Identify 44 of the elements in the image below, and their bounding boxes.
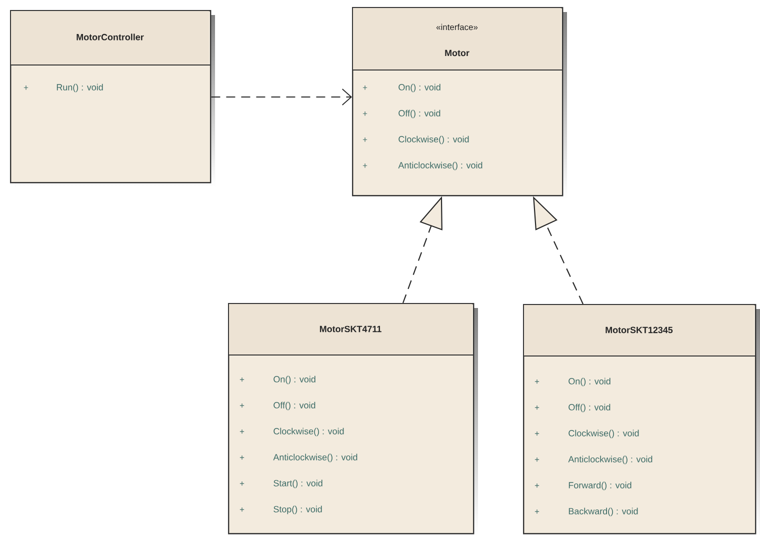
- method-label: Anticlockwise() : void: [398, 162, 482, 170]
- visibility-mark: +: [240, 456, 244, 460]
- visibility-mark: +: [534, 510, 540, 514]
- method-label: On() : void: [568, 378, 610, 386]
- method-label: Clockwise() : void: [568, 430, 639, 438]
- visibility-mark: +: [240, 508, 244, 512]
- method-label: Start() : void: [274, 480, 322, 488]
- method-label: Anticlockwise() : void: [273, 454, 358, 462]
- visibility-mark: +: [534, 380, 540, 384]
- visibility-mark: +: [362, 86, 368, 90]
- method-label: Clockwise() : void: [274, 428, 344, 436]
- visibility-mark: +: [534, 484, 540, 488]
- visibility-mark: +: [240, 482, 244, 486]
- class-box: [522, 304, 760, 535]
- visibility-mark: +: [24, 86, 28, 90]
- visibility-mark: +: [362, 164, 368, 168]
- stereotype-label: «interface»: [436, 24, 478, 30]
- method-label: Clockwise() : void: [398, 136, 469, 144]
- method-label: Run() : void: [56, 84, 103, 92]
- class-name: MotorSKT12345: [606, 326, 673, 334]
- class-box: [10, 10, 215, 187]
- dependency-arrow: [211, 88, 352, 106]
- method-label: Off() : void: [274, 402, 316, 410]
- visibility-mark: +: [240, 378, 244, 382]
- class-name: Motor: [445, 50, 470, 56]
- class-box: [352, 7, 567, 200]
- method-label: Off() : void: [398, 110, 440, 118]
- visibility-mark: +: [534, 406, 540, 410]
- visibility-mark: +: [240, 404, 244, 408]
- method-label: Stop() : void: [274, 506, 322, 514]
- class-name: MotorSKT4711: [320, 326, 382, 332]
- method-label: Anticlockwise() : void: [568, 456, 652, 464]
- class-name: MotorController: [76, 34, 144, 40]
- method-label: Off() : void: [568, 404, 610, 412]
- method-label: Backward() : void: [568, 508, 638, 516]
- visibility-mark: +: [362, 112, 368, 116]
- class-box: [228, 303, 478, 535]
- visibility-mark: +: [534, 458, 540, 462]
- visibility-mark: +: [362, 138, 368, 142]
- method-label: On() : void: [274, 376, 316, 384]
- method-label: On() : void: [398, 84, 440, 92]
- method-label: Forward() : void: [568, 482, 632, 490]
- visibility-mark: +: [534, 432, 540, 436]
- visibility-mark: +: [240, 430, 244, 434]
